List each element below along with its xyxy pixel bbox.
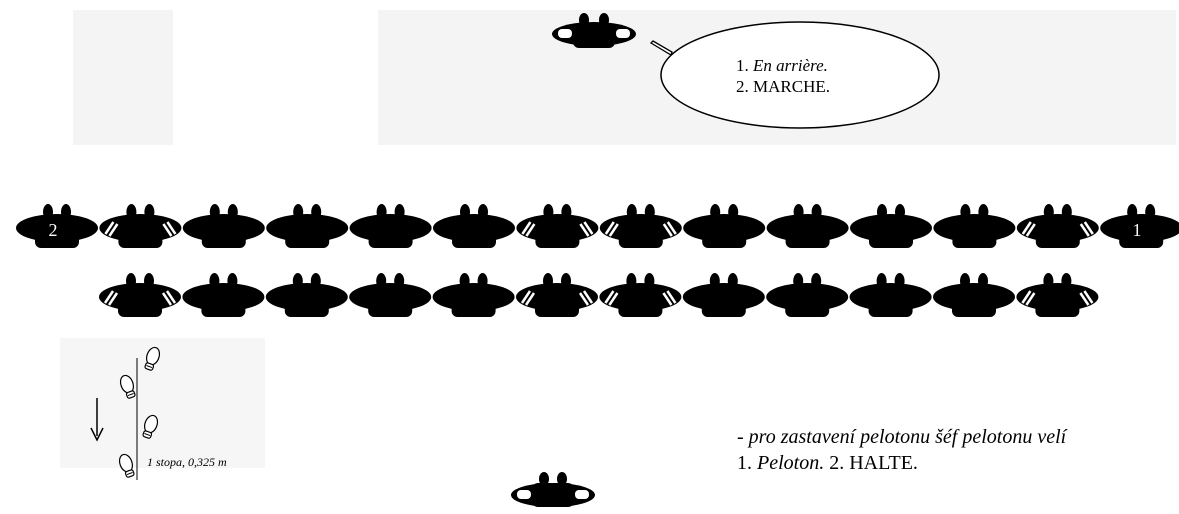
speech-line1-text: En arrière.: [752, 56, 828, 75]
soldier-icon: [349, 204, 432, 248]
speech-bubble: 1. En arrière. 2. MARCHE.: [649, 21, 940, 129]
footsteps-diagram: 1 stopa, 0,325 m: [90, 345, 227, 480]
soldier-icon: [1016, 273, 1099, 317]
halt-instruction-line1: - pro zastavení pelotonu šéf pelotonu ve…: [737, 426, 1069, 448]
soldier-icon: [849, 273, 932, 317]
soldier-icon: [182, 273, 265, 317]
soldier-icon: [599, 204, 682, 248]
soldier-icon: [766, 273, 849, 317]
halt-instruction-line2: 1. Peloton. 2. HALTE.: [737, 452, 918, 474]
soldier-icon: [349, 273, 432, 317]
soldier-icon: [265, 273, 348, 317]
officer-bottom: [511, 472, 595, 507]
soldier-icon: [266, 204, 349, 248]
speech-line2: 2. MARCHE.: [736, 77, 830, 96]
rank-label-left: 2: [49, 220, 58, 240]
halt-suffix: 2. HALTE.: [829, 452, 918, 474]
soldier-icon: [850, 204, 932, 248]
background-panel-footsteps: [60, 338, 265, 468]
soldier-icon: [516, 204, 599, 248]
speech-line1-number: 1.: [736, 56, 749, 75]
halt-peloton: Peloton.: [756, 452, 824, 474]
soldier-icon: [516, 273, 598, 317]
soldier-icon: [432, 273, 515, 317]
soldier-icon: [1016, 204, 1099, 248]
svg-text:1. En arrière.: 1. En arrière.: [736, 56, 828, 75]
soldier-icon: [182, 204, 265, 248]
halt-prefix: 1.: [737, 452, 757, 474]
arrow-down-icon: [90, 427, 104, 442]
soldier-icon: [599, 273, 682, 317]
soldier-icon: [99, 204, 182, 248]
soldier-icon: [683, 204, 766, 248]
formation-row-rear: [99, 273, 1099, 317]
soldier-icon: [433, 204, 515, 248]
soldier-icon: [933, 273, 1015, 317]
rank-label-right: 1: [1133, 220, 1142, 240]
soldier-icon: [682, 273, 765, 317]
background-panel-left: [73, 10, 173, 145]
formation-row-front: [16, 204, 1179, 248]
step-length-label: 1 stopa, 0,325 m: [147, 455, 227, 469]
soldier-icon: [99, 273, 181, 317]
soldier-icon: [766, 204, 849, 248]
officer-top: [552, 13, 636, 48]
soldier-icon: [933, 204, 1016, 248]
